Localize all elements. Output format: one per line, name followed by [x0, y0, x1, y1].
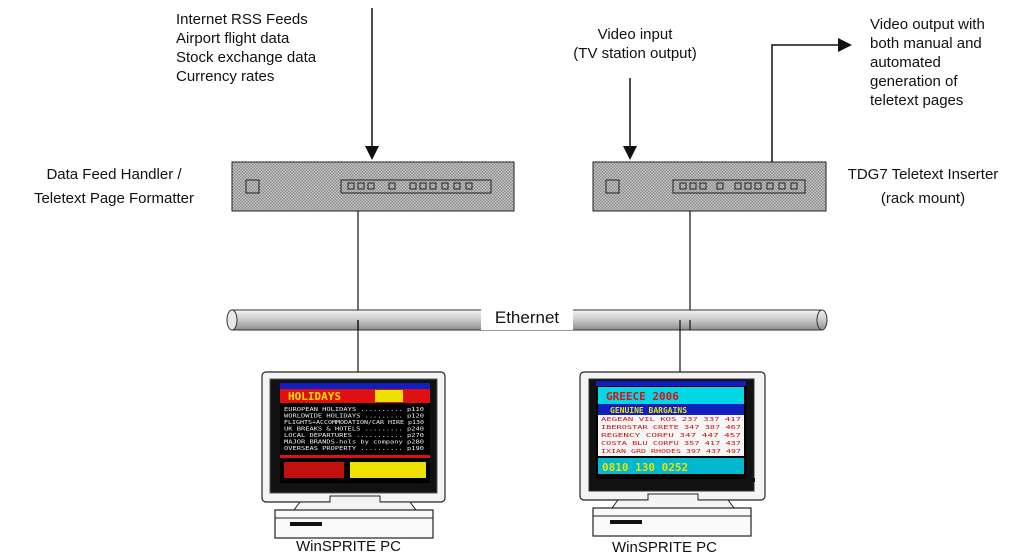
video-output-line: both manual and: [870, 35, 982, 52]
device-label-line: TDG7 Teletext Inserter: [847, 166, 999, 183]
computer-base: [274, 495, 434, 539]
teletext-screen: HOLIDAYS EUROPEAN HOLIDAYS .......... p1…: [280, 383, 430, 483]
data-feed-handler-device: [231, 161, 515, 212]
screen-row: REGENCY CORFU 347 447 457: [601, 433, 741, 439]
video-input-label: Video input (TV station output): [560, 25, 710, 63]
screen-row: MAJOR BRANDS-hols by company p280: [284, 440, 424, 446]
video-input-line: (TV station output): [573, 45, 697, 62]
screen-row: LOCAL DEPARTURES ........... p270: [284, 433, 424, 439]
data-sources-label: Internet RSS Feeds Airport flight data S…: [176, 10, 316, 86]
source-line: Stock exchange data: [176, 49, 317, 66]
device-network-links: [357, 211, 691, 320]
device-label-line: Data Feed Handler /: [46, 166, 182, 183]
teletext-inserter-device: [592, 161, 827, 212]
screen-row: COSTA BLU CORFU 357 417 437: [601, 441, 741, 447]
device-label-line: Teletext Page Formatter: [33, 190, 195, 207]
video-output-line: Video output with: [870, 16, 985, 33]
screen-subtitle: GENUINE BARGAINS: [610, 406, 687, 415]
source-line: Internet RSS Feeds: [176, 11, 308, 28]
video-output-line: generation of: [870, 73, 958, 90]
device-led-panel: [672, 179, 806, 194]
source-line: Airport flight data: [176, 30, 290, 47]
teletext-inserter-label: TDG7 Teletext Inserter (rack mount): [835, 163, 1011, 211]
source-line: Currency rates: [176, 68, 275, 85]
screen-row: EUROPEAN HOLIDAYS .......... p110: [284, 407, 424, 413]
screen-title: GREECE 2006: [606, 390, 679, 403]
screen-row: AEGEAN VIL KOS 237 337 417: [601, 417, 741, 423]
pc-right-label: WinSPRITE PC: [612, 539, 718, 556]
data-feed-handler-label: Data Feed Handler / Teletext Page Format…: [8, 163, 220, 211]
pc-right: GREECE 2006 GENUINE BARGAINS AEGEAN VIL …: [579, 371, 766, 537]
screen-row: OVERSEAS PROPERTY .......... p190: [284, 446, 424, 452]
video-output-line: automated: [870, 54, 941, 71]
pc-left: HOLIDAYS EUROPEAN HOLIDAYS .......... p1…: [261, 371, 446, 539]
ethernet-label: Ethernet: [481, 306, 573, 330]
teletext-screen: GREECE 2006 GENUINE BARGAINS AEGEAN VIL …: [596, 381, 746, 479]
device-label-line: (rack mount): [880, 190, 966, 207]
video-input-arrow: [623, 78, 637, 160]
screen-row: FLIGHTS+ACCOMMODATION/CAR HIRE p130: [284, 420, 424, 426]
feed-arrow: [365, 8, 379, 160]
video-output-label: Video output with both manual and automa…: [870, 15, 985, 110]
pc-left-label: WinSPRITE PC: [296, 538, 402, 555]
video-input-line: Video input: [597, 26, 673, 43]
screen-phone: 0810 130 0252: [602, 461, 688, 474]
device-led-panel: [340, 179, 492, 194]
pc-network-links: [357, 320, 691, 372]
screen-row: IXIAN GRD RHODES 397 437 497: [601, 449, 741, 455]
screen-row: IBEROSTAR CRETE 347 387 467: [601, 425, 741, 431]
screen-row: UK BREAKS & HOTELS ......... p240: [284, 427, 424, 433]
screen-row: WORLDWIDE HOLIDAYS ......... p120: [284, 414, 424, 420]
video-output-line: teletext pages: [870, 92, 964, 109]
screen-rows: EUROPEAN HOLIDAYS .......... p110WORLDWI…: [284, 407, 424, 452]
screen-title: HOLIDAYS: [288, 390, 341, 403]
computer-base: [592, 493, 752, 537]
video-output-arrow: [771, 38, 852, 162]
